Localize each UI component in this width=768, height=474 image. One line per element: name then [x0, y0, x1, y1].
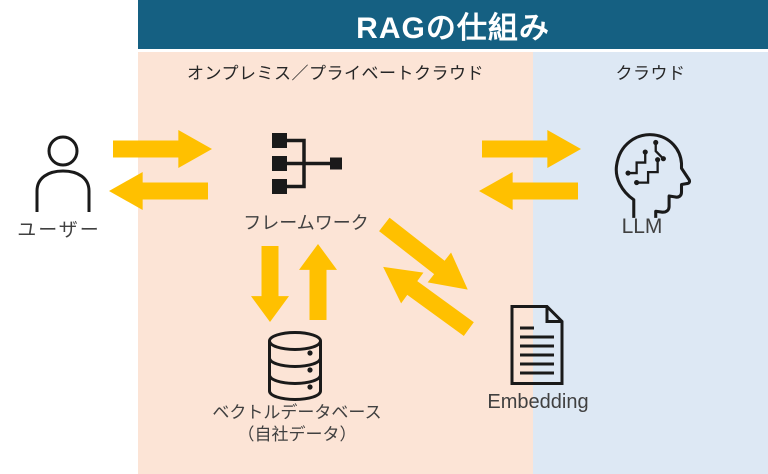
- arrow-user-to-framework: [113, 129, 212, 169]
- llm-node-label: LLM: [621, 215, 663, 238]
- framework-node-label: フレームワーク: [243, 213, 369, 233]
- database-icon: [267, 330, 323, 402]
- user-node-label: ユーザー: [17, 220, 101, 241]
- arrow-framework-to-user: [109, 171, 208, 211]
- arrow-framework-to-vectordb: [250, 246, 290, 322]
- ai-brain-head-icon: [608, 130, 692, 218]
- arrow-embedding-to-framework: [371, 251, 480, 346]
- vector-db-node-label: ベクトルデータベース （自社データ）: [197, 402, 397, 446]
- document-icon: [507, 304, 565, 386]
- arrow-llm-to-framework: [479, 171, 578, 211]
- arrow-vectordb-to-framework: [298, 244, 338, 320]
- zone-onprem-label: オンプレミス／プライベートクラウド: [187, 64, 484, 83]
- zone-onprem: [138, 52, 533, 474]
- page-title: RAGの仕組み: [356, 11, 550, 45]
- zone-cloud: [533, 52, 768, 474]
- vector-db-label-line2: （自社データ）: [237, 425, 357, 445]
- hierarchy-icon: [272, 133, 342, 195]
- arrow-framework-to-llm: [482, 129, 581, 169]
- arrow-framework-to-embedding: [372, 209, 480, 306]
- vector-db-label-line1: ベクトルデータベース: [212, 403, 382, 422]
- embedding-node-label: Embedding: [487, 391, 589, 413]
- zone-cloud-label: クラウド: [615, 64, 686, 83]
- person-icon: [31, 134, 95, 214]
- title-bar: RAGの仕組み: [138, 0, 768, 49]
